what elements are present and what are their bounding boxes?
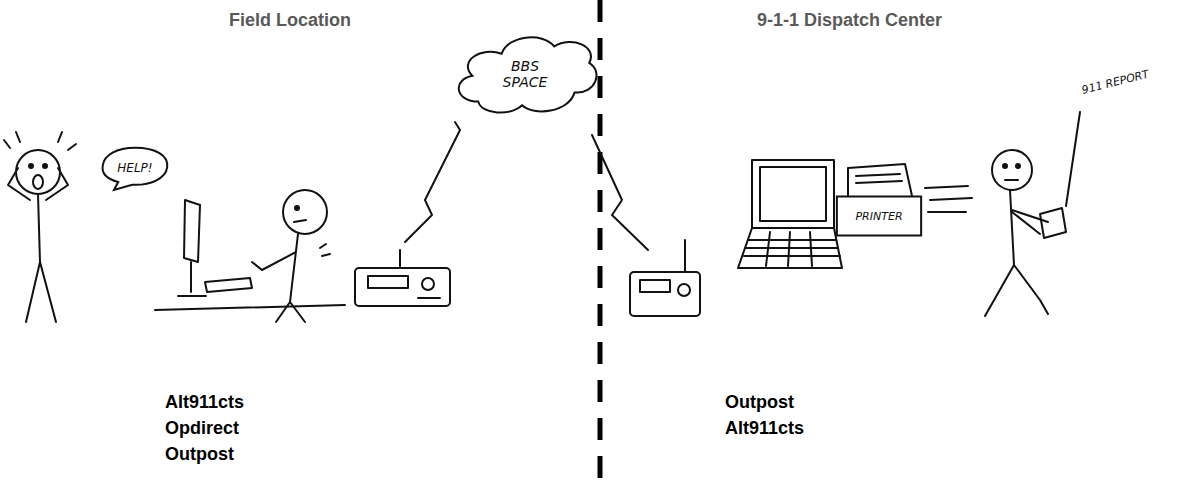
column-heading: 9-1-1 Dispatch Center <box>757 10 942 31</box>
document-label: 911 REPORT <box>1080 68 1150 97</box>
column-heading: Field Location <box>229 10 351 31</box>
software-name: Alt911cts <box>725 418 804 439</box>
software-name: Opdirect <box>165 418 239 439</box>
speech-bubble: HELP! <box>100 146 170 190</box>
software-name: Outpost <box>725 392 794 413</box>
software-name: Alt911cts <box>165 392 244 413</box>
node-text: HELP! <box>117 161 152 175</box>
printer-box: PRINTER <box>836 196 922 236</box>
cloud-shape: BBS SPACE <box>452 28 598 120</box>
software-name: Outpost <box>165 444 234 465</box>
node-text: BBS SPACE <box>490 58 560 90</box>
node-text: PRINTER <box>855 210 902 223</box>
